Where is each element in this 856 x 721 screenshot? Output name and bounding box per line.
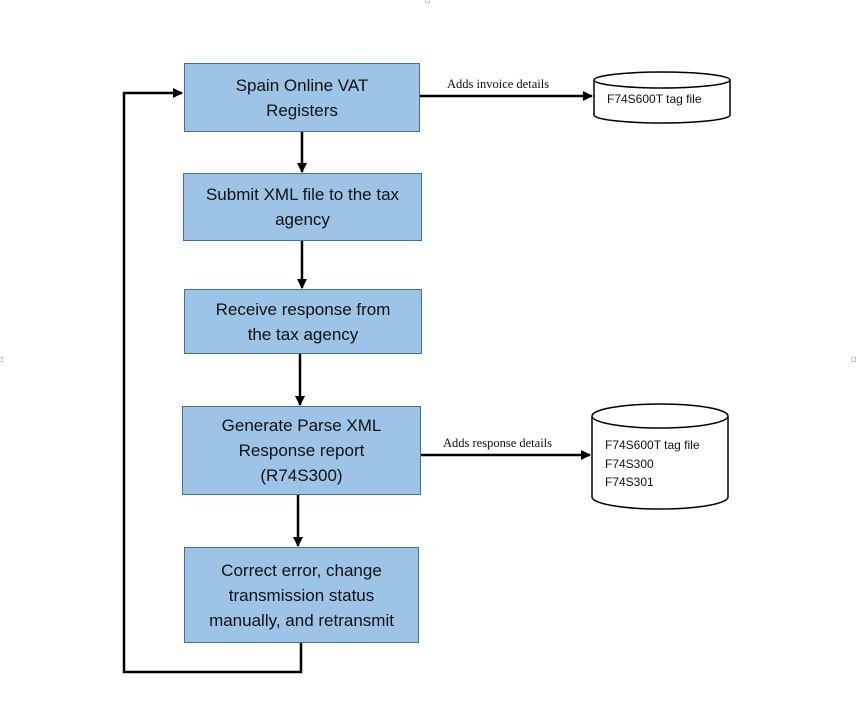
process-step-receive-response: Receive response from the tax agency	[184, 289, 422, 354]
loop-back-arrow	[122, 88, 303, 674]
page-handle-right	[851, 357, 856, 362]
step-line: manually, and retransmit	[209, 610, 394, 630]
step-line: Receive response from	[215, 299, 391, 319]
response-tables-store-shape	[591, 403, 729, 510]
step-line: agency	[275, 210, 330, 229]
process-step-spain-online-vat-registers: Spain Online VAT Registers	[184, 63, 420, 132]
store-line: F74S301	[605, 475, 654, 489]
process-step-correct-error-retransmit: Correct error, change transmission statu…	[184, 547, 419, 643]
store-line: F74S600T tag file	[607, 92, 702, 106]
store-line: F74S600T tag file	[605, 438, 700, 452]
step-line: transmission status	[228, 585, 375, 605]
edge-label-adds-invoice-details: Adds invoice details	[447, 77, 550, 91]
step-line: the tax agency	[247, 324, 359, 344]
step-line: Registers	[266, 100, 338, 120]
step-line: Spain Online VAT	[235, 75, 369, 95]
process-step-generate-parse-xml-report: Generate Parse XML Response report (R74S…	[182, 406, 421, 495]
step-line: (R74S300)	[260, 466, 343, 485]
step-line: Submit XML file to the tax	[205, 185, 400, 204]
page-handle-top	[425, 0, 430, 3]
step-line: Response report	[238, 441, 365, 460]
process-step-submit-xml-file: Submit XML file to the tax agency	[183, 173, 422, 241]
invoice-tag-file-store-label: F74S600T tag file	[607, 90, 702, 109]
step-line: Generate Parse XML	[221, 416, 382, 435]
response-tables-store-label: F74S600T tag file F74S300 F74S301	[605, 436, 700, 492]
store-line: F74S300	[605, 456, 654, 471]
edge-label-adds-response-details: Adds response details	[443, 436, 553, 450]
page-handle-left	[0, 357, 3, 362]
step-line: Correct error, change	[221, 560, 382, 580]
invoice-tag-file-store-shape	[593, 71, 731, 124]
